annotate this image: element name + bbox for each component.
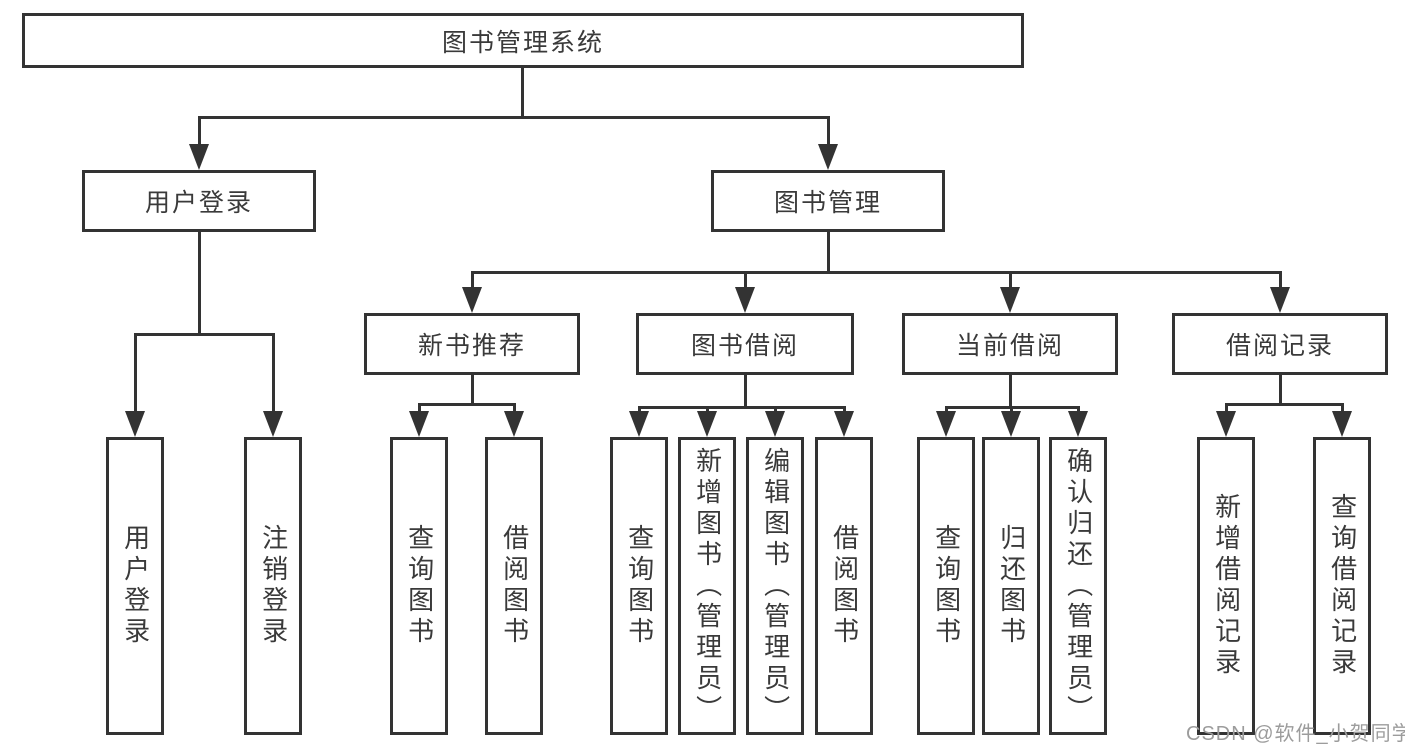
leaf-query-borrow-record-label: 查询借阅记录 [1327,493,1358,679]
connector-level2-bus [471,271,1281,274]
arrow-down-icon [1216,411,1236,437]
arrow-down-icon [936,411,956,437]
arrow-down-icon [1270,287,1290,313]
connector-borrow-record-bus [1225,403,1344,406]
connector-to-leaf [1077,406,1080,415]
leaf-return-book-label: 归还图书 [996,524,1027,648]
arrow-down-icon [1000,287,1020,313]
arrow-down-icon [1001,411,1021,437]
connector-to-leaf [418,403,421,415]
leaf-add-book-admin-label: 新增图书（管理员） [692,446,723,726]
leaf-query-book-3: 查询图书 [917,437,975,735]
connector-new-book-bus [418,403,516,406]
node-root-label: 图书管理系统 [441,28,604,57]
node-current-borrow-label: 当前借阅 [955,332,1064,360]
leaf-borrow-book-1-label: 借阅图书 [499,524,530,648]
leaf-add-borrow-record-label: 新增借阅记录 [1211,493,1242,679]
leaf-borrow-book-1: 借阅图书 [485,437,543,735]
node-new-book-rec-label: 新书推荐 [417,332,526,360]
connector-to-leaf [272,333,275,413]
arrow-down-icon [189,144,209,170]
arrow-down-icon [409,411,429,437]
connector-book-borrow-bus [638,406,846,409]
connector-to-leaf [945,406,948,415]
arrow-down-icon [1068,411,1088,437]
arrow-down-icon [697,411,717,437]
leaf-query-book-1: 查询图书 [390,437,448,735]
node-borrow-record: 借阅记录 [1172,313,1388,375]
connector-to-leaf [706,406,709,415]
connector-to-leaf [513,403,516,415]
leaf-borrow-book-2: 借阅图书 [815,437,873,735]
node-root: 图书管理系统 [22,13,1024,68]
node-book-mgmt-label: 图书管理 [773,189,882,217]
leaf-logout-label: 注销登录 [258,524,289,648]
leaf-query-book-3-label: 查询图书 [931,524,962,648]
connector-user-login-bus [134,333,275,336]
arrow-down-icon [834,411,854,437]
csdn-watermark: CSDN @软件_小贺同学 [1186,723,1405,745]
node-user-login-label: 用户登录 [144,189,253,217]
node-new-book-rec: 新书推荐 [364,313,580,375]
leaf-user-login: 用户登录 [106,437,164,735]
leaf-edit-book-admin: 编辑图书（管理员） [746,437,804,735]
leaf-confirm-return-admin: 确认归还（管理员） [1049,437,1107,735]
arrow-down-icon [263,411,283,437]
arrow-down-icon [462,287,482,313]
leaf-query-borrow-record: 查询借阅记录 [1313,437,1371,735]
arrow-down-icon [765,411,785,437]
leaf-query-book-1-label: 查询图书 [404,524,435,648]
connector-borrow-record-drop [1279,373,1282,406]
leaf-add-borrow-record: 新增借阅记录 [1197,437,1255,735]
connector-to-leaf [134,333,137,413]
node-borrow-record-label: 借阅记录 [1225,332,1334,360]
leaf-user-login-label: 用户登录 [120,524,151,648]
connector-to-section [1279,271,1282,291]
leaf-add-book-admin: 新增图书（管理员） [678,437,736,735]
arrow-down-icon [735,287,755,313]
leaf-return-book: 归还图书 [982,437,1040,735]
connector-to-section [471,271,474,291]
node-book-borrow-label: 图书借阅 [690,332,799,360]
connector-to-leaf [1010,406,1013,415]
connector-user-login-drop [198,232,201,336]
connector-book-borrow-drop [744,373,747,409]
connector-root-drop [521,68,524,119]
connector-to-section [1009,271,1012,291]
leaf-edit-book-admin-label: 编辑图书（管理员） [760,446,791,726]
connector-to-user-login [198,116,201,146]
leaf-query-book-2: 查询图书 [610,437,668,735]
connector-current-borrow-drop [1009,373,1012,409]
connector-to-leaf [1225,403,1228,415]
leaf-confirm-return-admin-label: 确认归还（管理员） [1063,446,1094,726]
node-user-login: 用户登录 [82,170,316,232]
connector-to-leaf [774,406,777,415]
node-current-borrow: 当前借阅 [902,313,1118,375]
node-book-mgmt: 图书管理 [711,170,945,232]
leaf-logout: 注销登录 [244,437,302,735]
arrow-down-icon [629,411,649,437]
arrow-down-icon [125,411,145,437]
connector-book-mgmt-drop [827,232,830,274]
leaf-query-book-2-label: 查询图书 [624,524,655,648]
arrow-down-icon [1332,411,1352,437]
connector-to-section [744,271,747,291]
connector-new-book-drop [471,373,474,406]
connector-to-leaf [638,406,641,415]
arrow-down-icon [504,411,524,437]
arrow-down-icon [818,144,838,170]
connector-level1-bus [199,116,829,119]
connector-to-leaf [1341,403,1344,415]
connector-to-book-mgmt [827,116,830,146]
leaf-borrow-book-2-label: 借阅图书 [829,524,860,648]
node-book-borrow: 图书借阅 [636,313,854,375]
connector-to-leaf [843,406,846,415]
